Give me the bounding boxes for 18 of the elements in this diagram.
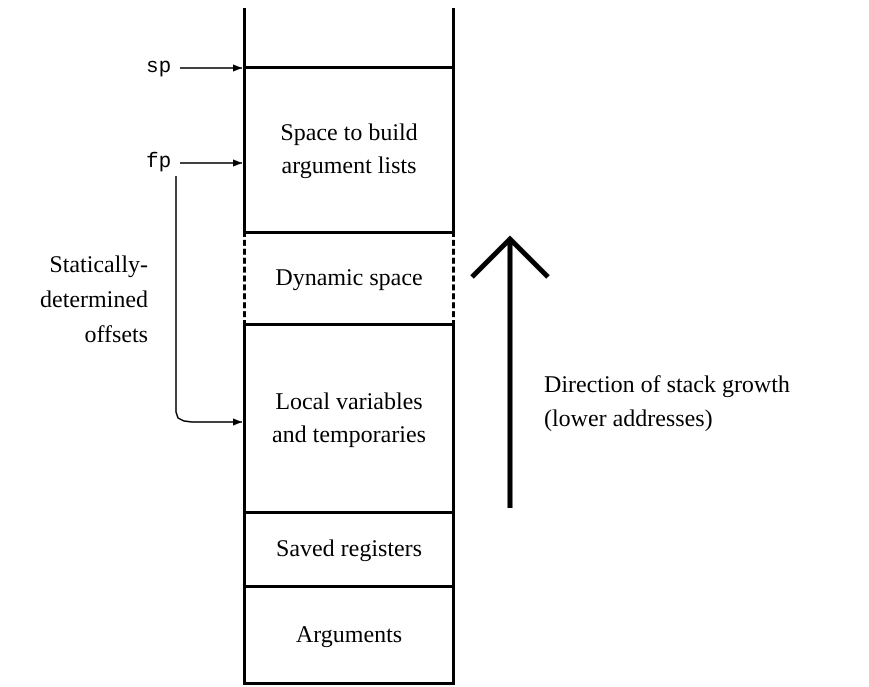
pointer-label: sp — [146, 56, 172, 79]
annotation-text: (lower addresses) — [544, 405, 714, 434]
stack-frame-section — [243, 511, 455, 588]
stack-frame-section — [243, 231, 455, 326]
stack-frame-section — [243, 323, 455, 514]
arrow — [175, 176, 242, 426]
stack-frame-section — [243, 585, 455, 685]
section-label: Saved registers — [276, 535, 422, 564]
arrow — [180, 64, 242, 72]
section-label: Space to build argument lists — [279, 119, 419, 181]
section-label: Dynamic space — [275, 264, 423, 293]
annotation-text: Direction of stack growth — [544, 371, 791, 400]
arrow — [180, 159, 242, 167]
section-label: Arguments — [296, 620, 402, 650]
pointer-label: fp — [146, 151, 172, 174]
stack-frame-section — [243, 66, 455, 234]
section-label: Local variables and temporaries — [271, 388, 427, 450]
annotation-text: Statically-determined offsets — [39, 251, 148, 350]
